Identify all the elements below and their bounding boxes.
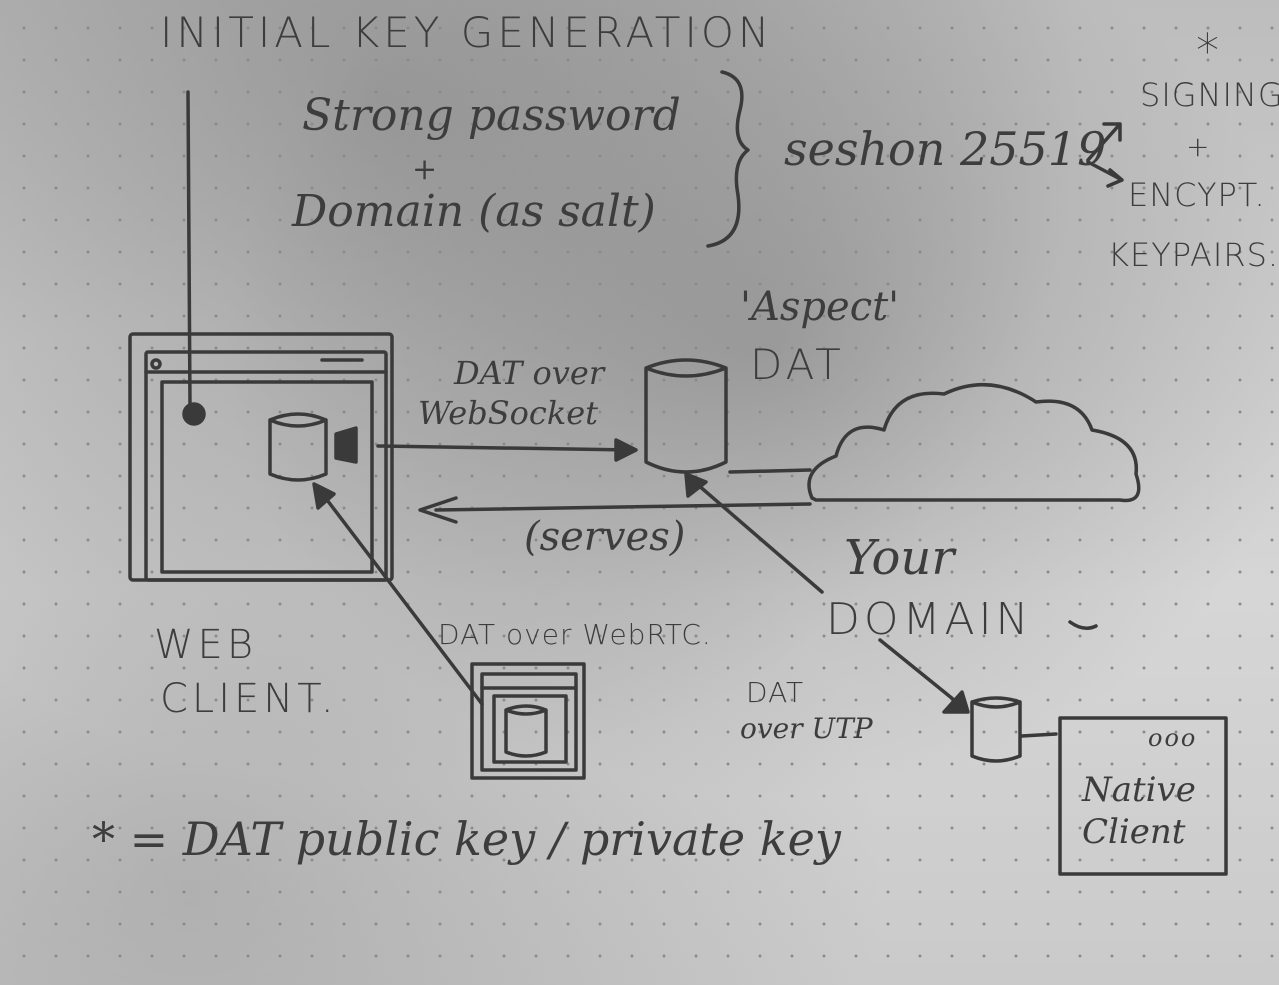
webrtc-arrowhead [312,482,336,510]
sesh-arrow-up [1086,122,1122,162]
curly-brace [706,70,750,248]
webrtc-client-mid [480,672,578,772]
origin-dot [182,402,206,426]
password-input: Strong password [302,90,681,141]
websocket-arrow [376,444,634,452]
keypairs-plus: + [1186,130,1214,163]
web-client-address-circle [150,358,162,370]
webrtc-client-cylinder [504,704,548,758]
domain-salt-input: Domain (as salt) [292,186,656,237]
web-client-label-line1: WEB [154,622,258,668]
heading: INITIAL KEY GENERATION [160,8,774,57]
native-client-line1: Native [1082,770,1196,810]
sesh-arrow-down [1086,160,1124,188]
domain-to-native-arrow [878,638,966,710]
your-domain-line1: Your [844,530,955,586]
webrtc-label: DAT over WebRTC. [438,618,712,651]
sesh-label: seshon 25519 [784,122,1107,176]
dat-to-cloud-line [728,468,812,474]
heading-pointer-line [186,90,192,407]
web-client-connector [334,426,358,464]
webrtc-client-content [492,694,568,764]
web-client-label-line2: CLIENT. [160,676,338,722]
native-cylinder-link [1020,732,1058,738]
websocket-label-line2: WebSocket [418,394,598,432]
webrtc-arrow [316,486,484,706]
domain-to-dat-arrow [688,476,824,594]
native-client-window [1058,716,1228,876]
keypairs-signing: SIGNING [1140,76,1279,114]
utp-label-line1: DAT [746,676,805,709]
aspect-dat-label: DAT [750,340,845,389]
serves-label: (serves) [524,514,686,560]
footnote: * = DAT public key / private key [92,812,841,866]
websocket-arrowhead [614,438,638,462]
utp-label-line2: over UTP [740,712,873,745]
domain-to-dat-arrowhead [684,472,708,498]
domain-to-native-arrowhead [942,690,970,714]
web-client-cylinder [268,412,328,482]
websocket-label-line1: DAT over [454,354,605,392]
aspect-dat-title: 'Aspect' [740,284,900,330]
serves-arrowhead [418,496,458,524]
keypairs-star: * [1196,24,1223,78]
webrtc-client-outer [470,662,586,780]
web-client-content [160,380,374,574]
native-client-line2: Client [1082,812,1186,852]
keypairs-keypairs: KEYPAIRS. [1108,236,1279,274]
keypairs-encrypt: ENCYPT. [1128,176,1266,214]
serves-arrow [434,502,812,512]
inputs-plus: + [412,152,438,187]
your-domain-line2: DOMAIN [826,594,1033,645]
aspect-dat-cylinder [644,358,728,474]
domain-tilde [1068,620,1098,630]
native-client-dots: ooo [1148,724,1198,752]
native-cylinder [970,696,1022,763]
web-client-inner-frame [144,350,388,582]
cloud [807,382,1141,503]
